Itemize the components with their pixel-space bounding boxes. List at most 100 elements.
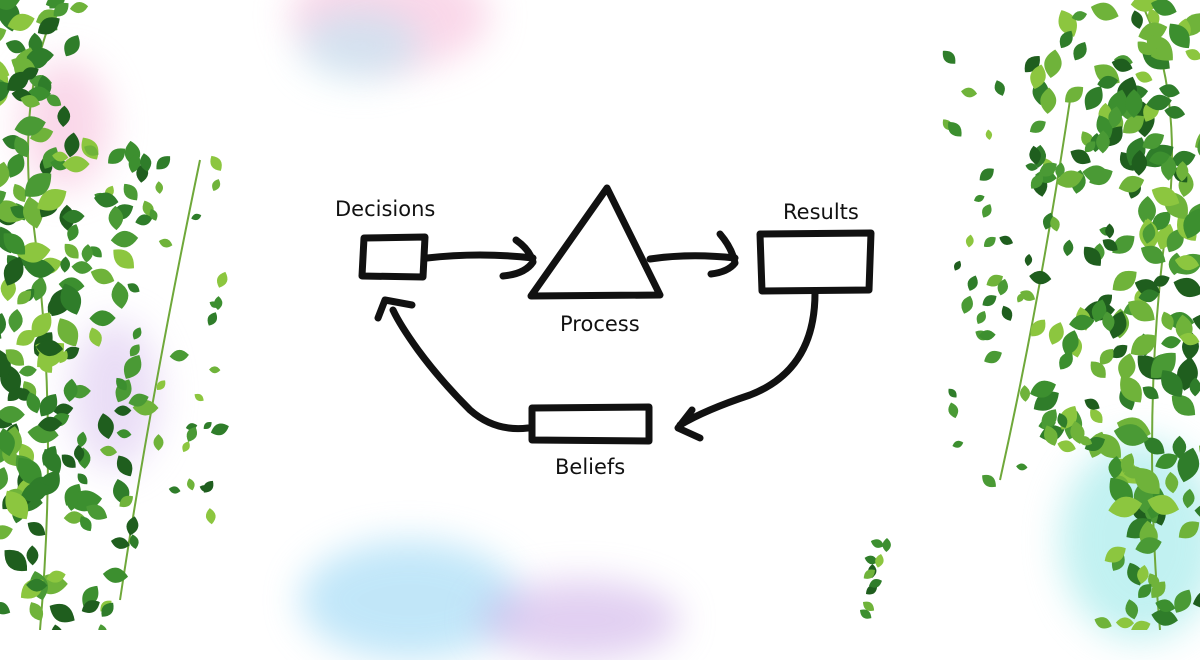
leaf-icon xyxy=(51,624,64,630)
leaf-icon xyxy=(1091,299,1107,323)
leaf-icon xyxy=(116,455,133,477)
leaf-icon xyxy=(1070,149,1091,165)
leaf-icon xyxy=(1102,311,1115,332)
leaf-icon xyxy=(1171,395,1196,416)
leaf-icon xyxy=(123,183,138,201)
leaf-icon xyxy=(63,378,78,402)
leaf-icon xyxy=(37,17,60,35)
leaf-icon xyxy=(979,168,994,181)
leaf-icon xyxy=(210,423,229,436)
leaf-icon xyxy=(1174,255,1200,271)
leaf-icon xyxy=(13,183,27,203)
leaf-icon xyxy=(1111,344,1128,359)
label-process: Process xyxy=(560,312,640,336)
leaf-icon xyxy=(186,426,198,442)
leaf-icon xyxy=(1125,89,1143,118)
leaf-icon xyxy=(1120,376,1142,403)
leaf-icon xyxy=(210,155,222,171)
leaf-icon xyxy=(97,413,114,440)
leaf-icon xyxy=(1112,235,1135,254)
leaf-icon xyxy=(69,2,89,14)
leaf-icon xyxy=(1097,75,1119,89)
leaf-icon xyxy=(869,579,882,588)
leaf-icon xyxy=(1017,293,1025,303)
arrow-process-to-results xyxy=(646,230,739,278)
leaf-icon xyxy=(182,441,190,453)
leaf-icon xyxy=(1125,599,1139,620)
leaf-icon xyxy=(110,537,130,549)
leaf-icon xyxy=(1137,565,1149,584)
leaf-icon xyxy=(1151,609,1178,626)
leaf-icon xyxy=(973,194,985,202)
leaf-icon xyxy=(0,348,11,380)
leaf-icon xyxy=(169,349,189,362)
leaf-icon xyxy=(0,405,25,423)
leaf-icon xyxy=(1030,319,1046,337)
leaf-icon xyxy=(116,429,132,439)
leaf-icon xyxy=(1150,47,1172,60)
leaf-icon xyxy=(77,431,87,448)
leaf-icon xyxy=(1063,239,1074,257)
leaf-icon xyxy=(982,204,992,218)
leaf-icon xyxy=(1059,30,1073,49)
leaf-icon xyxy=(102,567,129,583)
leaf-icon xyxy=(45,0,63,7)
leaf-icon xyxy=(1038,162,1057,177)
leaf-icon xyxy=(0,313,7,338)
leaf-icon xyxy=(976,310,986,324)
leaf-icon xyxy=(17,242,51,263)
leaf-icon xyxy=(98,624,107,630)
leaf-icon xyxy=(1071,11,1088,21)
leaf-icon xyxy=(1152,275,1170,287)
leaf-icon xyxy=(1173,277,1200,298)
leaf-icon xyxy=(870,539,884,548)
leaf-icon xyxy=(1020,385,1031,402)
leaf-icon xyxy=(67,224,79,242)
leaf-icon xyxy=(1146,94,1172,111)
leaf-icon xyxy=(1108,496,1143,518)
leaf-icon xyxy=(35,339,64,357)
leaf-icon xyxy=(16,329,36,346)
leaf-icon xyxy=(1082,165,1111,183)
leaf-icon xyxy=(132,327,142,340)
leaf-icon xyxy=(982,295,997,307)
leaf-icon xyxy=(127,283,140,293)
leaf-icon xyxy=(1050,216,1060,232)
leaf-icon xyxy=(1062,330,1079,356)
leaf-icon xyxy=(52,151,69,162)
leaf-icon xyxy=(1161,336,1182,349)
leaf-icon xyxy=(1164,106,1186,119)
leaf-icon xyxy=(209,366,221,374)
leaf-icon xyxy=(5,490,29,520)
leaf-icon xyxy=(1172,435,1187,459)
leaf-icon xyxy=(156,156,171,170)
leaf-icon xyxy=(194,393,204,402)
leaf-icon xyxy=(999,235,1013,245)
leaf-icon xyxy=(89,327,102,347)
leaf-icon xyxy=(86,504,108,520)
leaf-icon xyxy=(64,243,79,259)
leaf-icon xyxy=(1131,150,1148,176)
leaf-icon xyxy=(7,71,30,91)
leaf-icon xyxy=(3,256,24,286)
leaf-icon xyxy=(81,244,93,263)
leaf-icon xyxy=(140,153,152,172)
leaf-icon xyxy=(1134,468,1160,494)
beliefs-box xyxy=(528,403,653,445)
leaf-icon xyxy=(1155,453,1179,469)
leaf-icon xyxy=(1030,174,1044,189)
leaf-icon xyxy=(1057,412,1068,428)
leaf-icon xyxy=(205,508,216,525)
leaf-icon xyxy=(53,403,74,416)
leaf-icon xyxy=(1040,87,1057,114)
leaf-icon xyxy=(61,454,76,468)
leaf-icon xyxy=(1176,161,1189,182)
leaf-icon xyxy=(62,209,85,224)
leaf-icon xyxy=(1084,86,1103,111)
leaf-icon xyxy=(26,392,41,414)
leaf-icon xyxy=(1029,270,1052,285)
leaf-icon xyxy=(84,145,99,156)
leaf-icon xyxy=(952,440,964,448)
leaf-icon xyxy=(994,80,1005,96)
leaf-icon xyxy=(24,259,56,278)
